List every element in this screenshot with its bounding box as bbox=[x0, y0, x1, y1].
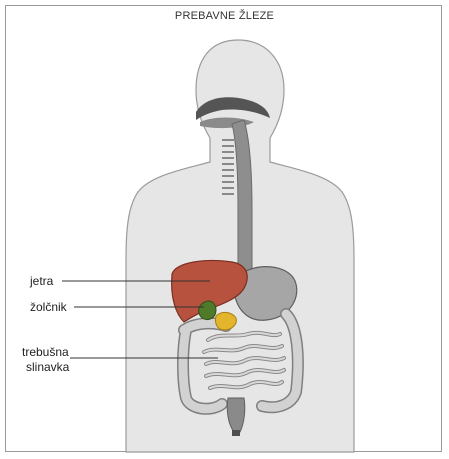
pancreas bbox=[215, 312, 236, 330]
anus bbox=[232, 430, 240, 436]
gallbladder bbox=[199, 301, 216, 320]
label-trebusna: trebušna bbox=[22, 345, 69, 360]
label-slinavka: slinavka bbox=[26, 360, 69, 375]
label-zolcnik: žolčnik bbox=[30, 300, 67, 315]
label-jetra: jetra bbox=[30, 274, 53, 289]
